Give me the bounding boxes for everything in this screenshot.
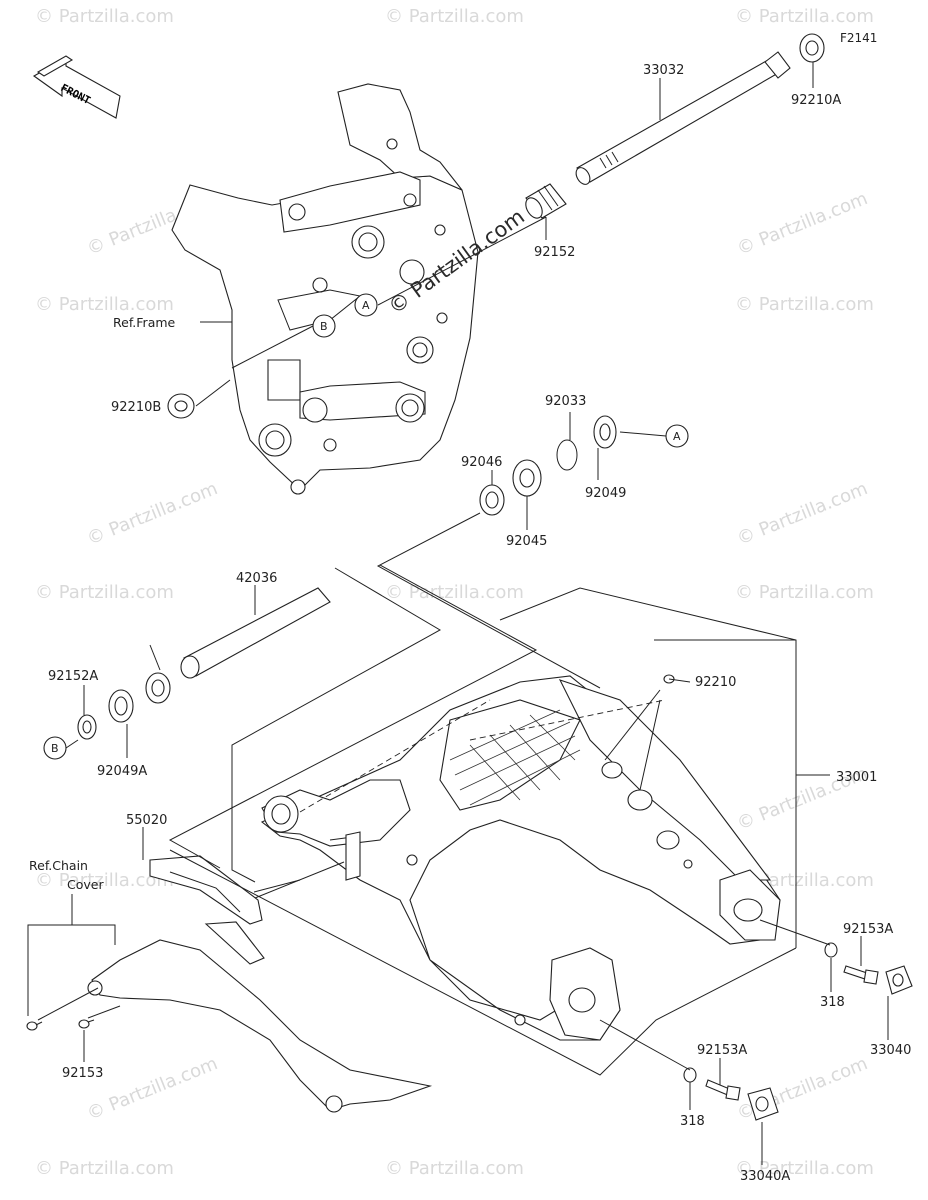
ref-chain-cover-label: Cover — [67, 877, 104, 892]
watermark: © Partzilla.com — [35, 582, 174, 603]
collar-92152 — [525, 183, 567, 219]
part-number-label: 42036 — [236, 571, 277, 586]
circlip-92033 — [556, 439, 578, 471]
part-number-label: 92153 — [62, 1066, 103, 1081]
front-arrow-icon: FRONT — [32, 55, 121, 119]
bolt-92153-left — [26, 1019, 95, 1031]
callout-a-upper: A — [354, 293, 378, 317]
part-number-label: 92152A — [48, 669, 98, 684]
callout-b-label: B — [51, 742, 59, 755]
part-number-label: 318 — [820, 995, 845, 1010]
watermark: © Partzilla.com — [735, 294, 874, 315]
callout-b-lower: B — [43, 736, 67, 760]
watermark: © Partzilla.com — [385, 1158, 524, 1179]
watermark: © Partzilla.com — [35, 1158, 174, 1179]
callout-a-label: A — [673, 430, 681, 443]
watermark: © Partzilla.com — [735, 1158, 874, 1179]
chain-cover-illustration — [87, 939, 433, 1113]
part-number-label: 92049A — [97, 764, 147, 779]
adjuster-plate-33040a — [747, 1087, 779, 1121]
part-number-label: 318 — [680, 1114, 705, 1129]
chain-guide-55020 — [149, 855, 265, 965]
nut-92210b — [167, 393, 195, 419]
part-number-label: 92049 — [585, 486, 626, 501]
collar-318-lower — [683, 1067, 697, 1083]
part-number-label: 92045 — [506, 534, 547, 549]
callout-a-label: A — [362, 299, 370, 312]
part-number-label: 92210A — [791, 93, 841, 108]
collar-92152a — [77, 714, 97, 740]
callout-a-right: A — [665, 424, 689, 448]
part-number-label: 33040A — [740, 1169, 790, 1184]
watermark: © Partzilla.com — [385, 582, 524, 603]
seal-92049a — [108, 689, 134, 723]
watermark: © Partzilla.com — [734, 188, 871, 260]
part-number-label: 92152 — [534, 245, 575, 260]
watermark: © Partzilla.com — [735, 582, 874, 603]
part-number-label: 33040 — [870, 1043, 911, 1058]
watermark: © Partzilla.com — [35, 6, 174, 27]
watermark: © Partzilla.com — [84, 478, 221, 550]
diagram-code: F2141 — [840, 31, 877, 45]
watermark: © Partzilla.com — [735, 6, 874, 27]
bearing-92045 — [512, 459, 542, 497]
watermark: © Partzilla.com — [35, 294, 174, 315]
shaft-42036 — [180, 587, 331, 679]
needle-bearing-92046-lower — [145, 672, 171, 704]
watermark: © Partzilla.com — [385, 6, 524, 27]
needle-bearing-92046-upper — [479, 484, 505, 516]
part-number-label: 92210 — [695, 675, 736, 690]
leader-lines — [27, 62, 889, 1165]
watermark: © Partzilla.com — [35, 870, 174, 891]
swingarm-illustration — [260, 675, 781, 1041]
callout-b-label: B — [320, 320, 328, 333]
bearing-92049 — [593, 415, 617, 449]
part-number-label: 92046 — [461, 455, 502, 470]
part-number-label: 55020 — [126, 813, 167, 828]
part-number-label: 92153A — [843, 922, 893, 937]
adjuster-plate-33040 — [885, 965, 913, 995]
bolt-92153a-right — [843, 965, 879, 985]
callout-b-upper: B — [312, 314, 336, 338]
nut-92210a — [799, 33, 825, 63]
pivot-shaft — [575, 51, 791, 185]
watermark: © Partzilla.com — [84, 1053, 221, 1125]
part-number-label: 33032 — [643, 63, 684, 78]
part-number-label: 92033 — [545, 394, 586, 409]
part-number-label: 92210B — [111, 400, 161, 415]
collar-318-right — [824, 942, 838, 958]
part-number-label: 92153A — [697, 1043, 747, 1058]
bolt-92153a-lower — [705, 1079, 741, 1101]
ref-chain-cover-label: Ref.Chain — [29, 858, 88, 873]
watermark: © Partzilla.com — [734, 478, 871, 550]
part-number-label: 33001 — [836, 770, 877, 785]
ref-frame-label: Ref.Frame — [113, 315, 176, 330]
